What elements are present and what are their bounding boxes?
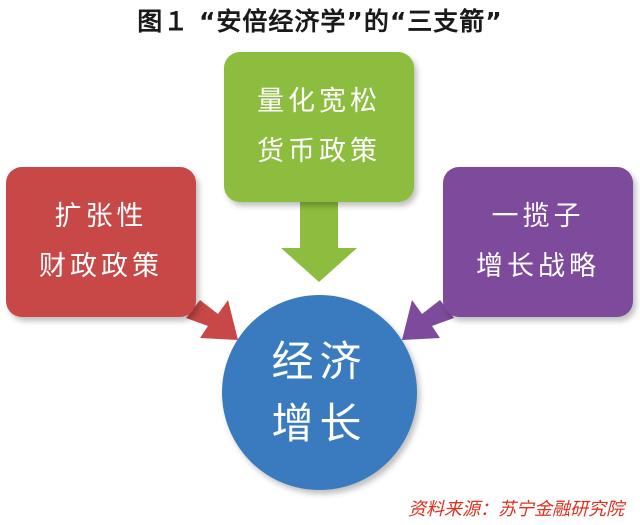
center-line1: 经济	[271, 336, 368, 386]
arrow-down-icon	[281, 202, 357, 282]
arrow-down-left-icon	[402, 300, 454, 340]
growth-line2: 增长战略	[476, 251, 600, 282]
monetary-line2: 货币政策	[257, 136, 381, 167]
monetary-line1: 量化宽松	[257, 86, 381, 117]
figure-title: 图１ “安倍经济学”的“三支箭”	[137, 7, 503, 36]
fiscal-line2: 财政政策	[39, 251, 163, 282]
center-line2: 增长	[271, 398, 368, 448]
fiscal-policy-box: 扩张性 财政政策	[6, 167, 196, 317]
arrow-down-right-icon	[186, 300, 238, 340]
monetary-policy-box: 量化宽松 货币政策	[224, 52, 414, 202]
fiscal-line1: 扩张性	[54, 201, 148, 232]
growth-line1: 一揽子	[491, 201, 585, 232]
growth-strategy-box: 一揽子 增长战略	[443, 167, 633, 317]
economic-growth-circle: 经济 增长	[222, 295, 417, 490]
source-note: 资料来源：苏宁金融研究院	[408, 499, 624, 520]
